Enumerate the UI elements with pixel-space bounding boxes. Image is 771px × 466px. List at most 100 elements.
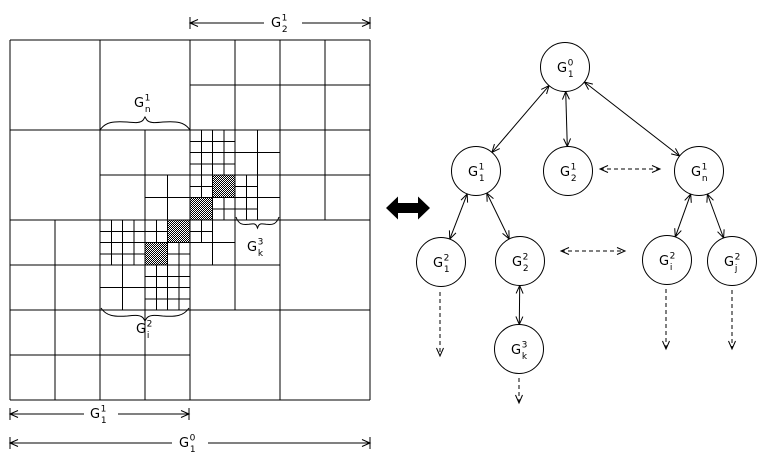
tree-node-label-G21-sup: 1 — [571, 163, 577, 173]
tree-node-label-Gk3-base: G — [511, 343, 521, 358]
brace-gi2-label-sub: i — [147, 331, 150, 341]
tree-node-circle-G12 — [416, 237, 466, 287]
grid-level2-ne — [234, 129, 281, 176]
tree-node-label-Gi2-base: G — [659, 254, 669, 269]
tree-node-circle-Gk3 — [494, 324, 544, 374]
mesh-level3-s — [144, 264, 191, 311]
dim-g1-1-label-sub: 1 — [101, 416, 107, 426]
tree-node-circle-Gn1 — [674, 146, 724, 196]
tree-node-label-Gj2-sub: j — [734, 264, 738, 274]
tree-node-label-G21-sub: 2 — [571, 174, 577, 184]
tree-node-label-Gk3-sub: k — [522, 352, 528, 362]
tree-edge-Gn1-Gj2 — [706, 192, 725, 240]
tree-edge-G11-G22 — [486, 191, 510, 241]
tree-node-label-Gn1-sub: n — [702, 174, 708, 184]
tree-node-label-Gi2-sup: 2 — [670, 252, 676, 262]
tree-node-circle-Gi2 — [642, 235, 692, 285]
tree-node-label-Gk3-sup: 3 — [522, 341, 528, 351]
mesh-level3-se — [167, 242, 191, 266]
dim-g1-0-label-sup: 0 — [190, 434, 196, 444]
tree-edge-G10-Gn1 — [583, 81, 681, 157]
shaded-block-w — [167, 219, 191, 243]
tree-edge-Gn1-Gi2 — [674, 192, 692, 239]
dim-g2-1-label-sup: 1 — [282, 14, 288, 24]
dim-g2-1-label-base: G — [271, 16, 281, 31]
brace-gn1-label-sub: n — [145, 105, 151, 115]
tree-node-circle-G10 — [540, 42, 590, 92]
mesh-level3-c2 — [189, 219, 213, 243]
tree-edge-G10-G11 — [491, 84, 550, 154]
brace-gk3-label-sub: k — [258, 249, 264, 259]
tree-node-circle-G11 — [451, 146, 501, 196]
shaded-block-ne — [212, 174, 236, 198]
brace-gn1 — [99, 116, 191, 131]
brace-gn1-label-sup: 1 — [145, 94, 151, 104]
tree-node-circle-Gj2 — [707, 236, 757, 286]
mesh-level3-e — [234, 174, 258, 221]
brace-gk3-label-base: G — [247, 240, 257, 255]
brace-gi2 — [100, 307, 190, 322]
tree-edge-G11-G12 — [448, 192, 469, 241]
tree-node-label-G11-base: G — [468, 165, 478, 180]
shaded-block-c — [189, 197, 213, 221]
tree-node-circle-G22 — [495, 236, 545, 286]
dim-g2-1-label-sub: 2 — [282, 25, 288, 35]
tree-edge-G10-G21 — [561, 90, 572, 148]
tree-node-label-G11-sup: 1 — [479, 163, 485, 173]
mesh-level3-w — [144, 219, 168, 243]
tree-node-label-G12-sup: 2 — [444, 254, 450, 264]
brace-gi2-label-sup: 2 — [147, 320, 153, 330]
grid-level2-gn-se — [144, 174, 191, 221]
dim-g1-1-label-base: G — [90, 407, 100, 422]
tree-node-label-G22-sub: 2 — [523, 264, 529, 274]
tree-node-label-G22-base: G — [512, 255, 522, 270]
double-arrow-glyph — [386, 196, 430, 220]
grid-level2-e — [257, 174, 281, 221]
dim-g1-0-label-sub: 1 — [190, 445, 196, 455]
dim-g1-0-label-base: G — [179, 436, 189, 451]
mesh-level3-sw — [99, 219, 146, 266]
tree-node-label-Gj2-sup: 2 — [735, 253, 741, 263]
dim-g1-1-label-sup: 1 — [101, 405, 107, 415]
tree-node-label-G10-base: G — [557, 61, 567, 76]
equivalence-arrow-icon — [386, 196, 430, 220]
brace-gi2-label-base: G — [136, 322, 146, 337]
tree-node-circle-G21 — [543, 146, 593, 196]
brace-gk3 — [235, 216, 280, 230]
brace-gn1-label-base: G — [134, 96, 144, 111]
tree-node-label-G11-sub: 1 — [479, 174, 485, 184]
tree-node-label-G12-sub: 1 — [444, 265, 450, 275]
